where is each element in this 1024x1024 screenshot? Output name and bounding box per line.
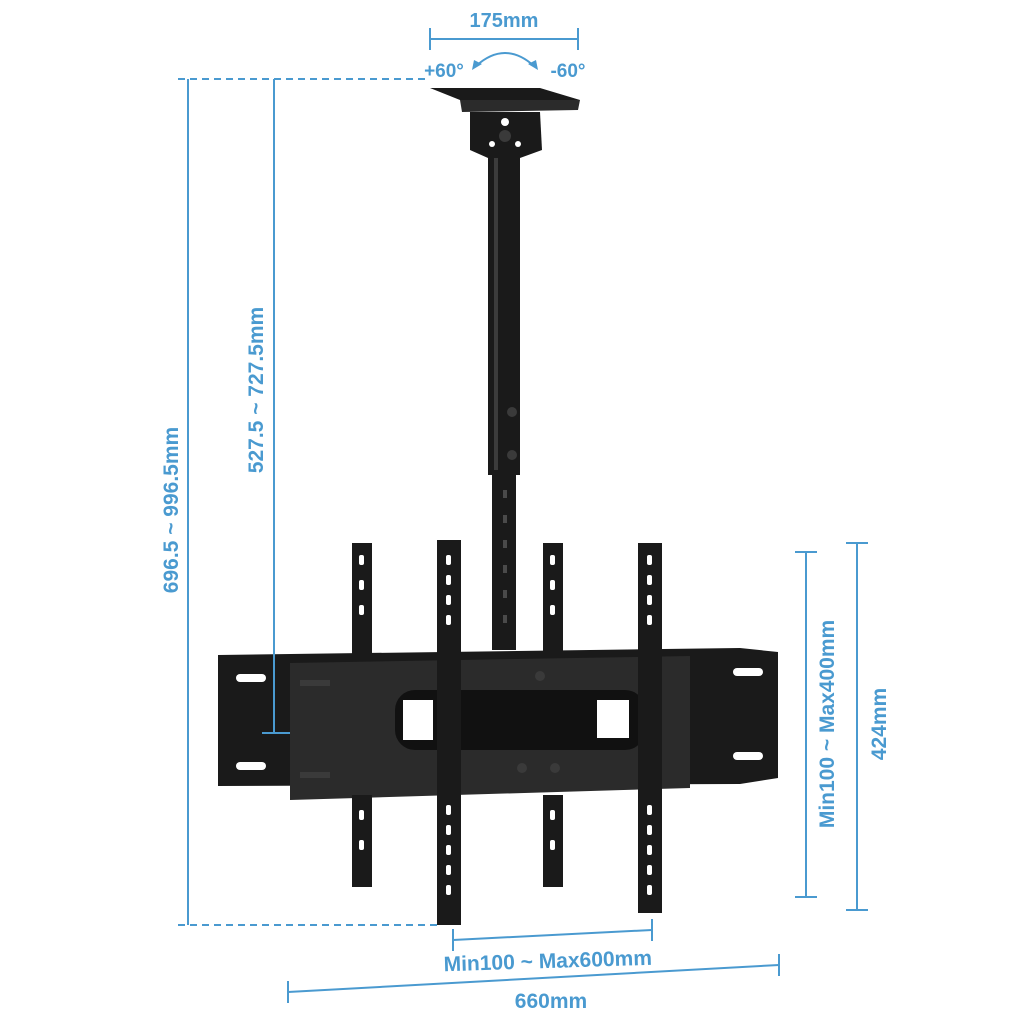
dimension-total-width [287, 954, 780, 1003]
vesa-arms [352, 540, 662, 925]
dimension-vesa-horizontal [452, 919, 653, 951]
tv-mount-drawing [218, 88, 778, 925]
label-vesa-horizontal: Min100 ~ Max600mm [443, 947, 652, 977]
dimension-vesa-vertical [795, 551, 817, 898]
label-pole-height: 527.5 ~ 727.5mm [245, 307, 268, 473]
dimension-bracket-height [846, 542, 868, 911]
label-tilt-minus: -60° [550, 61, 585, 82]
ceiling-plate [430, 88, 580, 158]
label-tilt-plus: +60° [424, 61, 464, 82]
dimension-pole-height [262, 79, 290, 734]
dimension-total-height [178, 78, 437, 926]
tilt-rotation-arrow [472, 52, 538, 70]
label-mount-width: 175mm [470, 10, 539, 32]
label-total-width: 660mm [515, 990, 587, 1013]
label-total-height: 696.5 ~ 996.5mm [160, 427, 183, 593]
telescopic-pole [488, 155, 520, 650]
front-bracket [290, 656, 690, 800]
dimension-mount-width [429, 28, 579, 50]
label-bracket-height: 424mm [868, 688, 891, 760]
label-vesa-vertical: Min100 ~ Max400mm [816, 620, 839, 828]
